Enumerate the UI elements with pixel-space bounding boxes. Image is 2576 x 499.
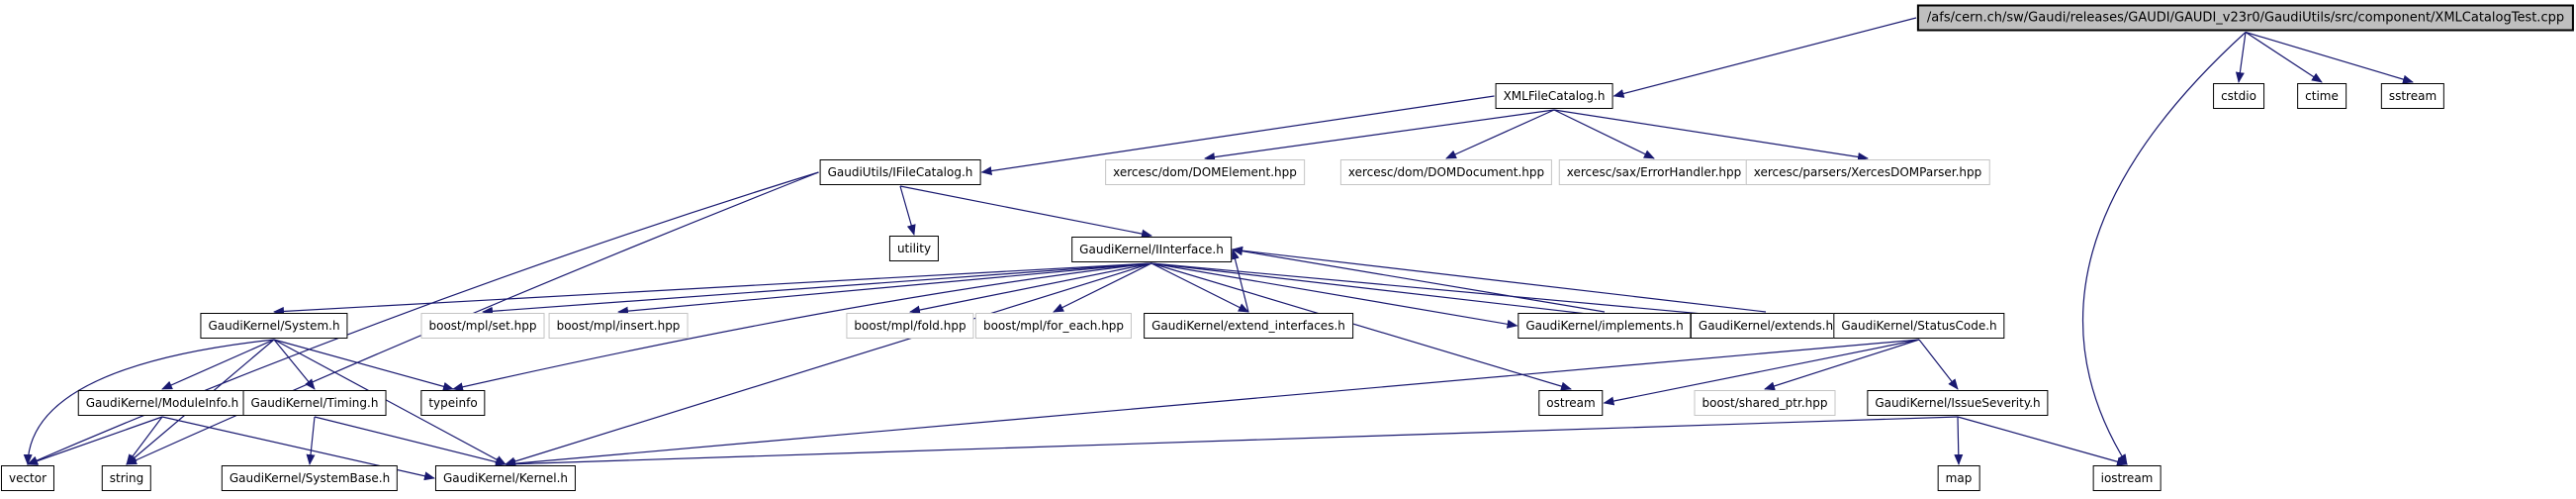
node-systembase[interactable]: GaudiKernel/SystemBase.h <box>221 465 399 491</box>
node-errorhandler: xercesc/sax/ErrorHandler.hpp <box>1558 159 1750 185</box>
node-timing[interactable]: GaudiKernel/Timing.h <box>242 390 387 416</box>
edge-issueseverity-to-map <box>1954 416 1964 465</box>
node-domdocument: xercesc/dom/DOMDocument.hpp <box>1339 159 1553 185</box>
edge-ifilecatalog-to-vector <box>27 171 819 465</box>
edge-xmlfilecatalog-to-xercesdomparser <box>1553 109 1869 161</box>
edge-iinterface-to-kernel <box>505 262 1152 466</box>
edge-system-to-timing <box>273 339 316 390</box>
edge-iinterface-to-typeinfo <box>452 262 1152 392</box>
node-moduleinfo[interactable]: GaudiKernel/ModuleInfo.h <box>77 390 247 416</box>
edge-issueseverity-to-iostream <box>1957 416 2128 466</box>
edge-xmlfilecatalog-to-ifilecatalog <box>980 95 1495 175</box>
edge-system-to-moduleinfo <box>161 339 275 390</box>
edge-iinterface-to-implements <box>1150 262 1518 329</box>
node-mplfold: boost/mpl/fold.hpp <box>846 313 974 339</box>
edge-statuscode-to-issueseverity <box>1918 339 1959 390</box>
node-utility[interactable]: utility <box>888 236 940 261</box>
edge-system-to-kernel <box>273 339 506 465</box>
node-string[interactable]: string <box>101 465 152 491</box>
edge-iinterface-to-ostream <box>1150 262 1572 391</box>
edge-root-to-cstdio <box>2235 32 2247 83</box>
node-sharedptr: boost/shared_ptr.hpp <box>1694 390 1836 416</box>
node-vector[interactable]: vector <box>0 465 55 491</box>
edge-issueseverity-to-kernel <box>505 416 1959 469</box>
edge-timing-to-systembase <box>306 416 316 465</box>
edge-xmlfilecatalog-to-domdocument <box>1445 109 1555 159</box>
node-xercesdomparser: xercesc/parsers/XercesDOMParser.hpp <box>1745 159 1990 185</box>
edge-system-to-typeinfo <box>273 339 454 391</box>
edge-extendinterfaces-to-iinterface <box>1231 249 1249 313</box>
node-ctime[interactable]: ctime <box>2297 83 2346 109</box>
edge-ifilecatalog-to-iinterface <box>899 185 1152 239</box>
edge-statuscode-to-ostream <box>1603 339 1920 406</box>
root-file-node: /afs/cern.ch/sw/Gaudi/releases/GAUDI/GAU… <box>1916 4 2575 32</box>
edge-extends-to-iinterface <box>1232 246 1767 313</box>
edge-root-to-iostream <box>2081 32 2247 465</box>
edge-statuscode-to-kernel <box>505 339 1920 468</box>
edge-system-to-vector <box>23 339 275 465</box>
edge-root-to-xmlfilecatalog <box>1612 17 1917 98</box>
edge-root-to-sstream <box>2245 31 2414 84</box>
node-system[interactable]: GaudiKernel/System.h <box>200 313 348 339</box>
edge-iinterface-to-mplinsert <box>617 262 1152 316</box>
edge-iinterface-to-extendinterfaces <box>1150 262 1249 313</box>
node-iostream[interactable]: iostream <box>2092 465 2162 491</box>
node-ostream[interactable]: ostream <box>1538 390 1604 416</box>
node-xmlfilecatalog[interactable]: XMLFileCatalog.h <box>1495 83 1613 109</box>
edge-moduleinfo-to-vector <box>27 416 163 465</box>
node-typeinfo[interactable]: typeinfo <box>420 390 486 416</box>
edge-xmlfilecatalog-to-errorhandler <box>1553 109 1655 159</box>
node-extends[interactable]: GaudiKernel/extends.h <box>1690 313 1842 339</box>
edge-xmlfilecatalog-to-domelement <box>1204 109 1555 162</box>
node-ifilecatalog[interactable]: GaudiUtils/IFileCatalog.h <box>819 159 981 185</box>
edge-iinterface-to-mplfold <box>909 262 1152 315</box>
node-extendinterfaces[interactable]: GaudiKernel/extend_interfaces.h <box>1144 313 1353 339</box>
node-mplinsert: boost/mpl/insert.hpp <box>548 313 689 339</box>
node-mplset: boost/mpl/set.hpp <box>420 313 545 339</box>
node-statuscode[interactable]: GaudiKernel/StatusCode.h <box>1833 313 2005 339</box>
edge-moduleinfo-to-string <box>126 416 163 465</box>
edge-iinterface-to-system <box>273 262 1152 316</box>
node-issueseverity[interactable]: GaudiKernel/IssueSeverity.h <box>1867 390 2049 416</box>
node-implements[interactable]: GaudiKernel/implements.h <box>1518 313 1692 339</box>
node-cstdio[interactable]: cstdio <box>2213 83 2264 109</box>
node-sstream[interactable]: sstream <box>2380 83 2445 109</box>
edge-iinterface-to-mplset <box>482 262 1152 316</box>
edge-statuscode-to-sharedptr <box>1764 339 1920 391</box>
edge-implements-to-iinterface <box>1232 247 1606 313</box>
edge-iinterface-to-mplforeach <box>1053 262 1152 313</box>
edge-timing-to-kernel <box>314 416 506 466</box>
edge-root-to-ctime <box>2245 31 2323 83</box>
edge-ifilecatalog-to-utility <box>899 185 916 236</box>
node-domelement: xercesc/dom/DOMElement.hpp <box>1105 159 1305 185</box>
node-iinterface[interactable]: GaudiKernel/IInterface.h <box>1071 237 1232 262</box>
node-kernel[interactable]: GaudiKernel/Kernel.h <box>434 465 577 491</box>
node-mplforeach: boost/mpl/for_each.hpp <box>974 313 1133 339</box>
node-map[interactable]: map <box>1937 465 1980 491</box>
